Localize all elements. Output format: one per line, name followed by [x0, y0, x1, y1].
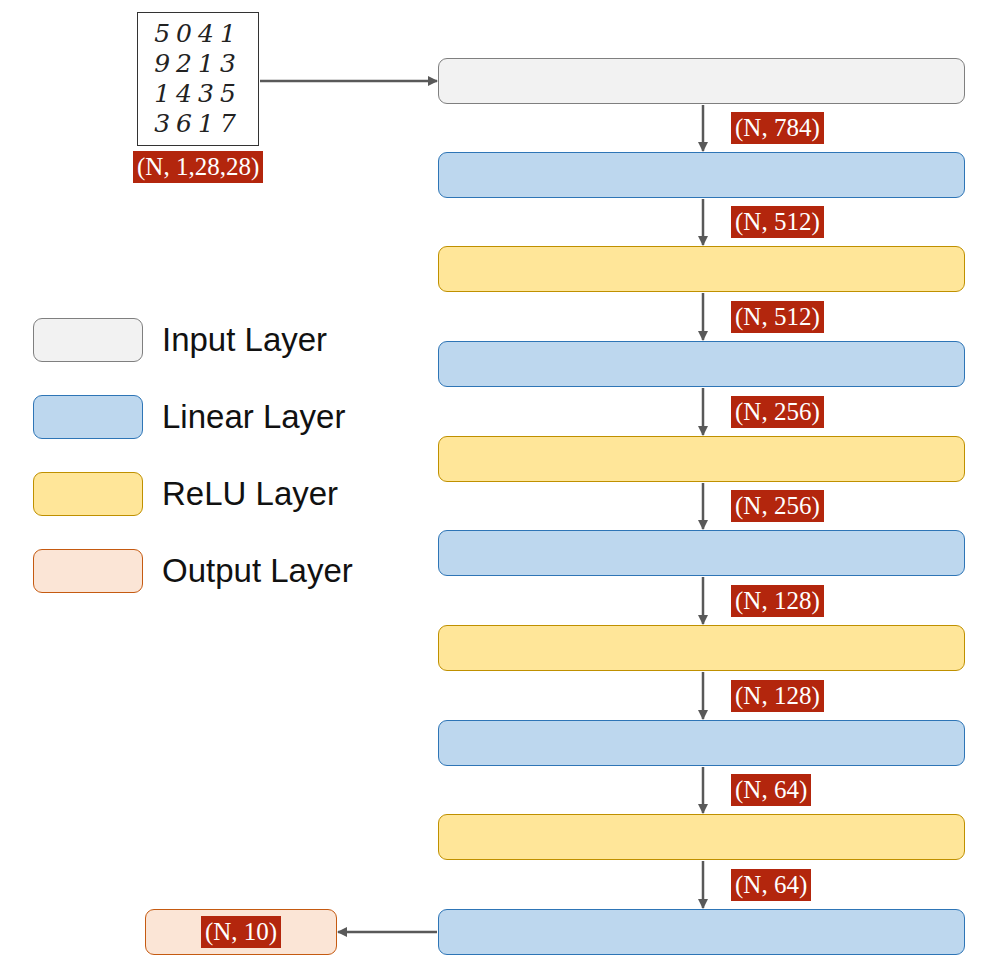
tensor-shape-label: (N, 512): [731, 301, 824, 333]
relu-layer-box: [438, 436, 965, 482]
linear-layer-box: [438, 720, 965, 766]
input-layer-box: [438, 58, 965, 104]
linear-layer-box: [438, 909, 965, 955]
legend-text: Linear Layer: [162, 398, 345, 436]
handwritten-digits: 3617: [154, 109, 242, 139]
handwritten-digits: 9213: [154, 49, 242, 79]
flow-arrow: [702, 577, 705, 624]
tensor-shape-label: (N, 128): [731, 585, 824, 617]
tensor-shape-label: (N, 128): [731, 680, 824, 712]
flow-arrow: [702, 199, 705, 245]
handwritten-digits: 1435: [154, 79, 242, 109]
flow-arrow: [702, 861, 705, 908]
legend-row: Input Layer: [33, 317, 327, 363]
legend-swatch: [33, 318, 143, 362]
shape-label: (N, 10): [201, 916, 281, 948]
mnist-sample-image: 5041921314353617: [137, 12, 259, 146]
tensor-shape-label: (N, 256): [731, 396, 824, 428]
tensor-shape-label: (N, 512): [731, 206, 824, 238]
input-shape-label: (N, 1,28,28): [133, 151, 263, 183]
linear-layer-box: [438, 152, 965, 198]
linear-layer-box: [438, 341, 965, 387]
legend-text: Input Layer: [162, 321, 327, 359]
flow-arrow: [702, 105, 705, 151]
legend-row: ReLU Layer: [33, 471, 338, 517]
flow-arrow: [702, 672, 705, 719]
handwritten-digits: 5041: [154, 19, 242, 49]
legend-swatch: [33, 395, 143, 439]
relu-layer-box: [438, 625, 965, 671]
flow-arrow: [702, 388, 705, 435]
relu-layer-box: [438, 814, 965, 860]
flow-arrow: [260, 80, 437, 83]
tensor-shape-label: (N, 64): [731, 869, 811, 901]
legend-text: Output Layer: [162, 552, 353, 590]
flow-arrow: [702, 483, 705, 529]
relu-layer-box: [438, 246, 965, 292]
tensor-shape-label: (N, 784): [731, 112, 824, 144]
legend-row: Output Layer: [33, 548, 353, 594]
legend-swatch: [33, 472, 143, 516]
tensor-shape-label: (N, 64): [731, 774, 811, 806]
legend-text: ReLU Layer: [162, 475, 338, 513]
flow-arrow: [702, 293, 705, 340]
flow-arrow: [702, 767, 705, 813]
legend-swatch: [33, 549, 143, 593]
output-layer-box: (N, 10): [145, 909, 337, 955]
tensor-shape-label: (N, 256): [731, 490, 824, 522]
linear-layer-box: [438, 530, 965, 576]
flow-arrow: [338, 931, 437, 934]
legend-row: Linear Layer: [33, 394, 345, 440]
